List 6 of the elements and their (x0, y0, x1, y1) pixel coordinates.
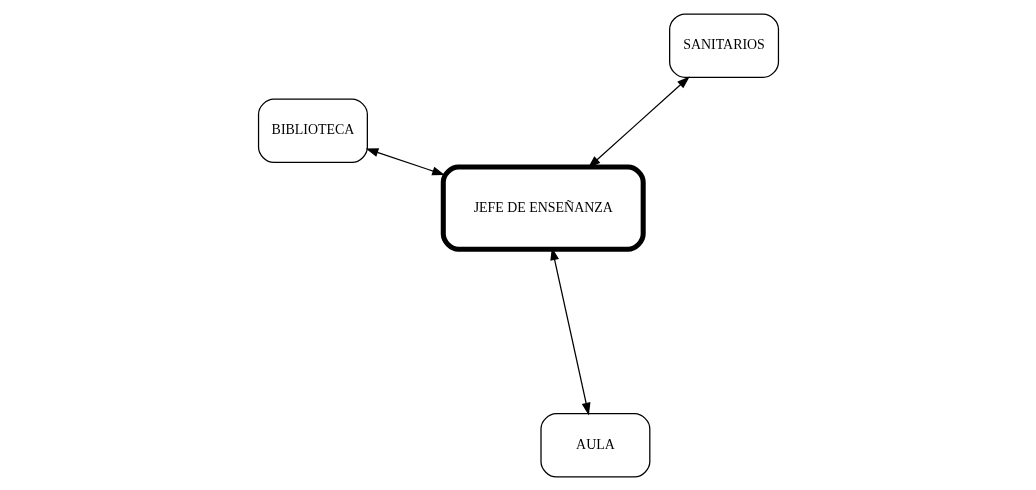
node-box: AULA (539, 412, 650, 478)
node-box: SANITARIOS (668, 12, 779, 78)
arrow (587, 76, 690, 168)
arrow (365, 147, 445, 175)
node-box: JEFE DE ENSEÑANZA (440, 163, 646, 252)
node-box: BIBLIOTECA (257, 98, 368, 163)
